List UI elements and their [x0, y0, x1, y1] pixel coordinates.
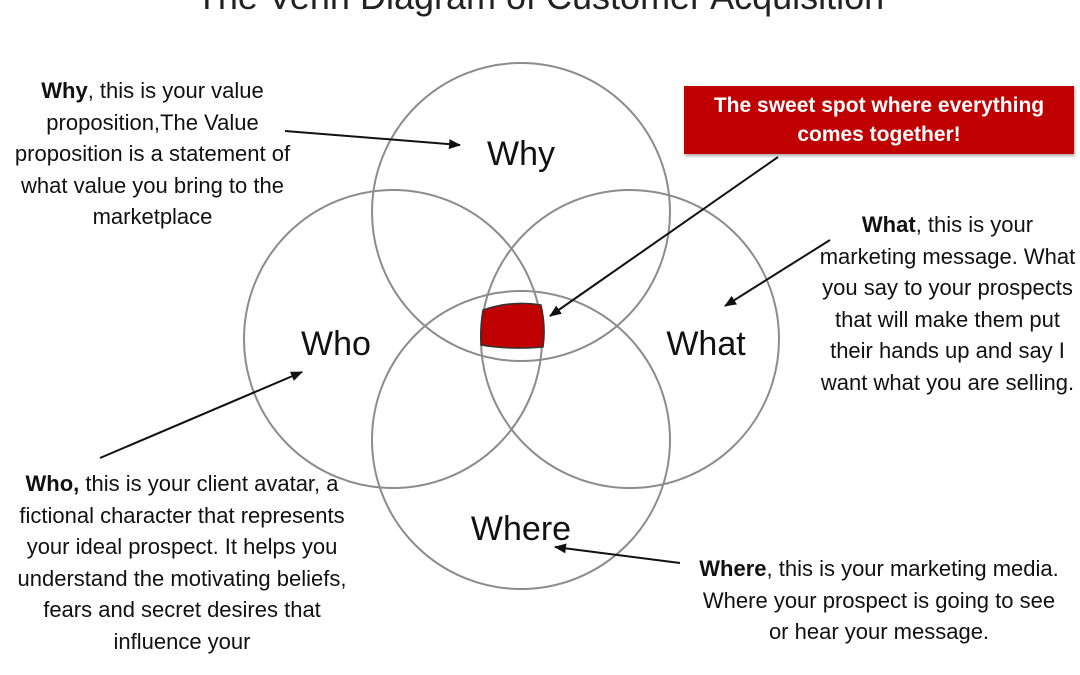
- arrow-who: [99, 371, 303, 459]
- note-why-text: , this is your value proposition,The Val…: [14, 78, 291, 229]
- note-what: What, this is your marketing message. Wh…: [815, 209, 1080, 398]
- sweet-spot-region: [480, 302, 545, 349]
- note-where-text: , this is your marketing media. Where yo…: [702, 556, 1059, 644]
- note-who-text: this is your client avatar, a fictional …: [17, 471, 347, 654]
- arrow-where: [554, 543, 681, 564]
- note-who: Who, this is your client avatar, a ficti…: [12, 468, 352, 657]
- note-where-term: Where: [699, 556, 767, 581]
- note-what-text: , this is your marketing message. What y…: [819, 212, 1076, 395]
- arrow-what: [724, 239, 831, 307]
- diagram-title: The Venn Diagram of Customer Acquisition: [0, 0, 1080, 18]
- note-why: Why, this is your value proposition,The …: [10, 75, 295, 233]
- note-what-term: What: [861, 212, 916, 237]
- circle-label-where: Where: [471, 510, 571, 548]
- arrow-sweet: [549, 156, 779, 317]
- circle-label-what: What: [666, 325, 746, 363]
- circle-why: [371, 62, 671, 362]
- sweet-spot-text: The sweet spot where everything comes to…: [713, 94, 1045, 146]
- circle-label-who: Who: [301, 325, 371, 363]
- circle-where: [371, 290, 671, 590]
- circle-label-why: Why: [487, 135, 555, 173]
- sweet-spot-callout: The sweet spot where everything comes to…: [684, 86, 1074, 154]
- note-who-term: Who,: [25, 471, 80, 496]
- note-where: Where, this is your marketing media. Whe…: [695, 553, 1063, 648]
- note-why-term: Why: [41, 78, 88, 103]
- arrow-why: [284, 130, 461, 150]
